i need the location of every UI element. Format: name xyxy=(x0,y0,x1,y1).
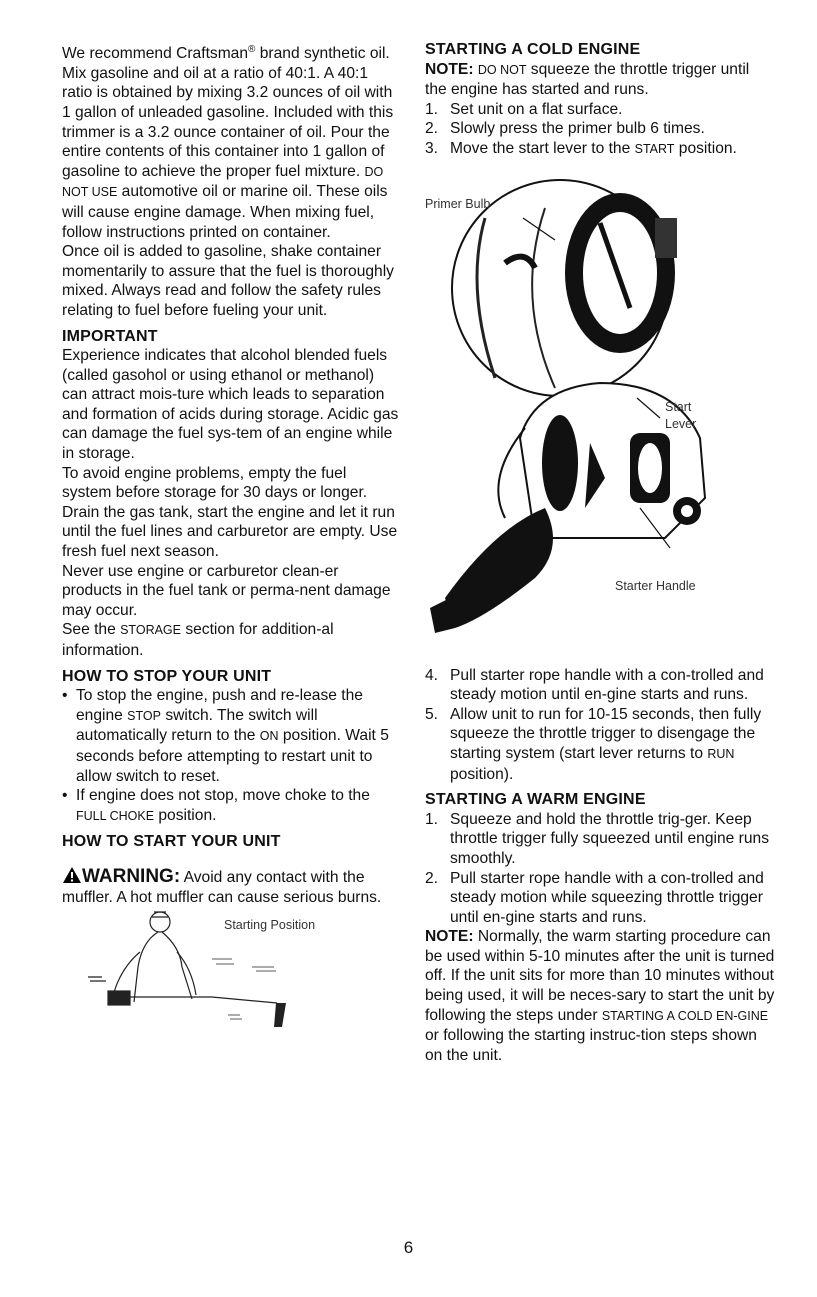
list-item: 2.Slowly press the primer bulb 6 times. xyxy=(425,120,705,138)
primer-bulb-label: Primer Bulb xyxy=(425,197,490,211)
shake-paragraph: Once oil is added to gasoline, shake con… xyxy=(62,243,394,319)
list-item: To stop the engine, push and re-lease th… xyxy=(62,686,400,786)
alcohol-paragraph: Experience indicates that alcohol blende… xyxy=(62,347,399,463)
list-item: 1.Squeeze and hold the throttle trig-ger… xyxy=(425,810,769,867)
warning-triangle-icon xyxy=(63,866,81,883)
stop-list: To stop the engine, push and re-lease th… xyxy=(62,686,400,826)
starting-position-label: Starting Position xyxy=(224,918,315,932)
warm-engine-heading: STARTING A WARM ENGINE xyxy=(425,791,646,809)
page-number: 6 xyxy=(403,1238,414,1257)
list-item: 2.Pull starter rope handle with a con-tr… xyxy=(425,869,764,926)
cold-steps-list: 1.Set unit on a flat surface. 2.Slowly p… xyxy=(425,100,775,160)
starting-position-figure: Starting Position xyxy=(88,911,315,1028)
right-column: STARTING A COLD ENGINE NOTE: DO NOT sque… xyxy=(425,40,775,1065)
warning-label: WARNING: xyxy=(82,865,181,887)
lever-label: Lever xyxy=(665,417,696,431)
stop-heading: HOW TO STOP YOUR UNIT xyxy=(62,667,272,685)
trimmer-engine-figure: Primer Bulb Start Lever Starter Handle xyxy=(425,178,707,633)
list-item: 4.Pull starter rope handle with a con-tr… xyxy=(425,666,764,704)
warm-steps-list: 1.Squeeze and hold the throttle trig-ger… xyxy=(425,810,775,928)
important-heading: IMPORTANT xyxy=(62,327,158,345)
cold-steps-continued: 4.Pull starter rope handle with a con-tr… xyxy=(425,666,775,785)
start-label: Start xyxy=(665,400,692,414)
list-item: If engine does not stop, move choke to t… xyxy=(62,786,400,826)
warm-note-paragraph: NOTE: Normally, the warm starting proced… xyxy=(425,928,775,1064)
cleaner-paragraph: Never use engine or carburetor clean-er … xyxy=(62,562,391,619)
fuel-mix-paragraph: We recommend Craftsman® brand synthetic … xyxy=(62,44,394,241)
storage-paragraph: To avoid engine problems, empty the fuel… xyxy=(62,464,398,561)
left-column: We recommend Craftsman® brand synthetic … xyxy=(62,40,400,1037)
start-heading: HOW TO START YOUR UNIT xyxy=(62,833,281,851)
list-item: 1.Set unit on a flat surface. xyxy=(425,100,623,118)
starter-handle-label: Starter Handle xyxy=(615,579,696,593)
cold-engine-heading: STARTING A COLD ENGINE xyxy=(425,41,641,58)
list-item: 3.Move the start lever to the START posi… xyxy=(425,139,737,157)
list-item: 5.Allow unit to run for 10-15 seconds, t… xyxy=(425,705,762,783)
see-storage-paragraph: See the STORAGE section for addition-al … xyxy=(62,621,334,659)
note-paragraph: NOTE: DO NOT squeeze the throttle trigge… xyxy=(425,60,750,99)
warning-paragraph: WARNING: Avoid any contact with the muff… xyxy=(62,865,382,906)
